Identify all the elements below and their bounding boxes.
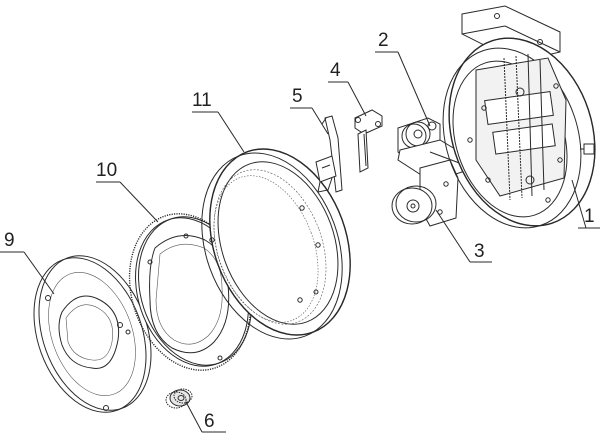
callout-3: 3 [474,241,485,262]
callout-2: 2 [378,30,389,51]
callout-9: 9 [4,230,15,251]
part-1-main-housing [442,5,596,229]
part-9-cover-plate [33,255,152,413]
callout-5: 5 [292,86,303,107]
leader-lines [0,51,600,433]
callout-11: 11 [192,90,212,111]
part-5-bracket-arm [315,115,343,193]
part-4-clip-bracket [354,109,383,173]
callout-10: 10 [96,160,117,181]
callout-1: 1 [584,206,595,227]
callout-6: 6 [204,411,215,432]
callout-4: 4 [330,60,341,81]
part-6-pinion-gear [165,388,193,409]
part-3-drive-wheel [391,159,459,227]
part-11-bearing-ring [201,148,351,340]
callout-labels: 1 2 3 4 5 6 9 10 11 [4,30,595,432]
